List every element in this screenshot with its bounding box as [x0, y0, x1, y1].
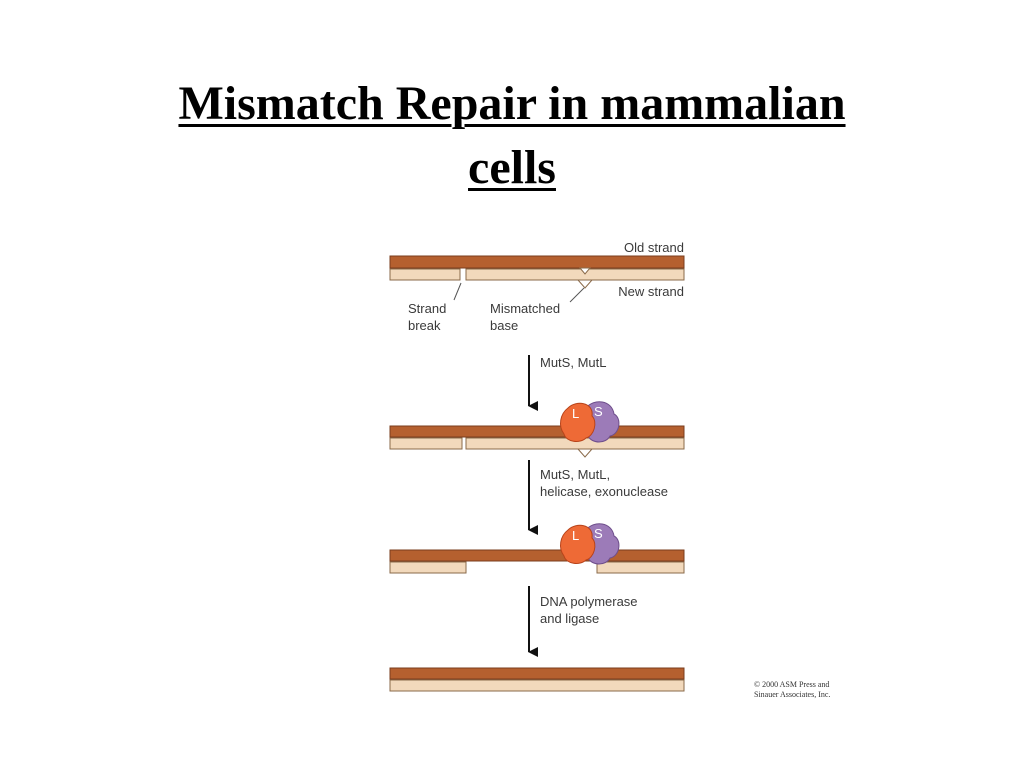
duplex-initial [389, 255, 685, 303]
old-strand-label: Old strand [624, 240, 684, 255]
new-strand-right [465, 268, 685, 281]
step2-label: MutS, MutL, helicase, exonuclease [540, 466, 668, 500]
duplex-repaired [389, 667, 685, 692]
mismatch-bump-bottom [576, 279, 594, 289]
mutl-protein [560, 524, 596, 564]
mismatch-repair-diagram: L S L S Old strand New strand Strand bre… [380, 230, 700, 700]
mutl-label: L [572, 528, 579, 543]
slide-title-line1: Mismatch Repair in mammalian [178, 77, 846, 130]
mismatch-pointer [569, 287, 585, 303]
mismatched-base-label-line1: Mismatched [490, 301, 561, 316]
duplex-muts-mutl-bound: L S [389, 401, 685, 458]
mismatched-base-label: Mismatched base [490, 300, 560, 334]
new-strand [389, 679, 685, 692]
new-strand-right [596, 561, 685, 574]
mismatch-bump-top [578, 267, 592, 275]
new-strand-label: New strand [618, 284, 684, 299]
step1-label: MutS, MutL [540, 355, 607, 370]
mutl-label: L [572, 406, 579, 421]
step3-label: DNA polymerase and ligase [540, 593, 638, 627]
copyright-line1: © 2000 ASM Press and [754, 680, 830, 689]
step2-label-line2: helicase, exonuclease [540, 484, 668, 499]
duplex-excised: L S [389, 523, 685, 574]
muts-label: S [594, 404, 603, 419]
copyright-line2: Sinauer Associates, Inc. [754, 690, 831, 699]
step3-label-line2: and ligase [540, 611, 600, 626]
strand-break-label: Strand break [408, 300, 446, 334]
diagram-graphics: L S L S [389, 255, 685, 692]
step3-label-line1: DNA polymerase [540, 594, 638, 609]
muts-label: S [594, 526, 603, 541]
strand-break-pointer [453, 282, 462, 301]
new-strand-left [389, 268, 461, 281]
new-strand-left [389, 561, 467, 574]
old-strand [389, 549, 685, 562]
new-strand-left [389, 437, 463, 450]
mutl-protein [560, 402, 596, 442]
mismatch-bump-bottom [576, 448, 594, 458]
slide-title: Mismatch Repair in mammalian cells [0, 72, 1024, 200]
slide-title-line2: cells [468, 141, 556, 194]
strand-break-label-line1: Strand [408, 301, 447, 316]
mismatched-base-label-line2: base [490, 318, 519, 333]
old-strand [389, 255, 685, 269]
old-strand [389, 667, 685, 680]
step2-label-line1: MutS, MutL, [540, 467, 611, 482]
strand-break-label-line2: break [408, 318, 441, 333]
copyright-credit: © 2000 ASM Press and Sinauer Associates,… [754, 680, 830, 700]
old-strand [389, 425, 685, 438]
